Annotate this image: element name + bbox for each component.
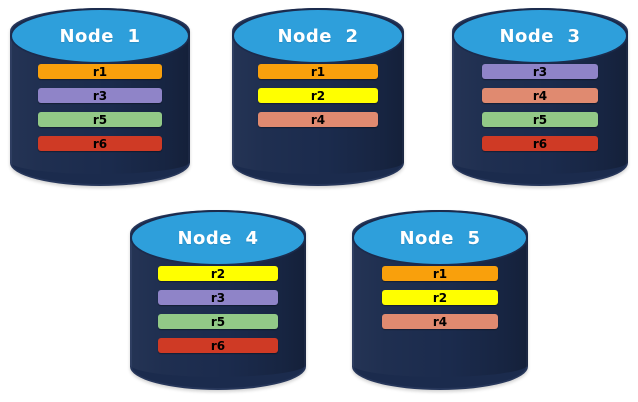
record-bar-r4[interactable]: r4 bbox=[382, 314, 498, 329]
cylinder-top-icon: Node 4 bbox=[130, 210, 306, 266]
record-bar-r2[interactable]: r2 bbox=[382, 290, 498, 305]
record-bar-r1[interactable]: r1 bbox=[38, 64, 162, 79]
database-node-2[interactable]: Node 2 r1 r2 r4 bbox=[232, 8, 404, 186]
cylinder-top-icon: Node 5 bbox=[352, 210, 528, 266]
record-label: r2 bbox=[210, 266, 226, 281]
record-label: r5 bbox=[92, 112, 108, 127]
record-label: r6 bbox=[210, 338, 226, 353]
record-list: r1 r3 r5 r6 bbox=[10, 64, 190, 151]
record-label: r2 bbox=[310, 88, 326, 103]
database-node-1[interactable]: Node 1 r1 r3 r5 r6 bbox=[10, 8, 190, 186]
record-list: r1 r2 r4 bbox=[352, 266, 528, 329]
node-title: Node 2 bbox=[277, 25, 359, 47]
database-node-3[interactable]: Node 3 r3 r4 r5 r6 bbox=[452, 8, 628, 186]
node-title: Node 5 bbox=[399, 227, 481, 249]
node-title: Node 4 bbox=[177, 227, 259, 249]
record-bar-r3[interactable]: r3 bbox=[158, 290, 278, 305]
record-label: r5 bbox=[532, 112, 548, 127]
record-bar-r4[interactable]: r4 bbox=[258, 112, 378, 127]
record-bar-r6[interactable]: r6 bbox=[38, 136, 162, 151]
record-bar-r6[interactable]: r6 bbox=[158, 338, 278, 353]
record-label: r2 bbox=[432, 290, 448, 305]
record-list: r3 r4 r5 r6 bbox=[452, 64, 628, 151]
database-node-5[interactable]: Node 5 r1 r2 r4 bbox=[352, 210, 528, 390]
record-bar-r2[interactable]: r2 bbox=[258, 88, 378, 103]
record-bar-r5[interactable]: r5 bbox=[158, 314, 278, 329]
record-bar-r5[interactable]: r5 bbox=[482, 112, 598, 127]
record-bar-r6[interactable]: r6 bbox=[482, 136, 598, 151]
record-label: r5 bbox=[210, 314, 226, 329]
record-bar-r3[interactable]: r3 bbox=[482, 64, 598, 79]
cylinder-top-icon: Node 3 bbox=[452, 8, 628, 64]
record-bar-r3[interactable]: r3 bbox=[38, 88, 162, 103]
record-label: r6 bbox=[532, 136, 548, 151]
record-bar-r4[interactable]: r4 bbox=[482, 88, 598, 103]
record-list: r1 r2 r4 bbox=[232, 64, 404, 127]
record-label: r1 bbox=[310, 64, 326, 79]
record-label: r4 bbox=[432, 314, 448, 329]
record-label: r1 bbox=[432, 266, 448, 281]
record-bar-r5[interactable]: r5 bbox=[38, 112, 162, 127]
node-title: Node 1 bbox=[59, 25, 141, 47]
record-label: r3 bbox=[92, 88, 108, 103]
cylinder-top-icon: Node 1 bbox=[10, 8, 190, 64]
record-label: r1 bbox=[92, 64, 108, 79]
record-label: r3 bbox=[532, 64, 548, 79]
node-title: Node 3 bbox=[499, 25, 581, 47]
record-bar-r1[interactable]: r1 bbox=[382, 266, 498, 281]
database-node-4[interactable]: Node 4 r2 r3 r5 r6 bbox=[130, 210, 306, 390]
cylinder-top-icon: Node 2 bbox=[232, 8, 404, 64]
record-label: r6 bbox=[92, 136, 108, 151]
record-bar-r1[interactable]: r1 bbox=[258, 64, 378, 79]
record-label: r4 bbox=[532, 88, 548, 103]
record-list: r2 r3 r5 r6 bbox=[130, 266, 306, 353]
record-bar-r2[interactable]: r2 bbox=[158, 266, 278, 281]
record-label: r4 bbox=[310, 112, 326, 127]
record-label: r3 bbox=[210, 290, 226, 305]
